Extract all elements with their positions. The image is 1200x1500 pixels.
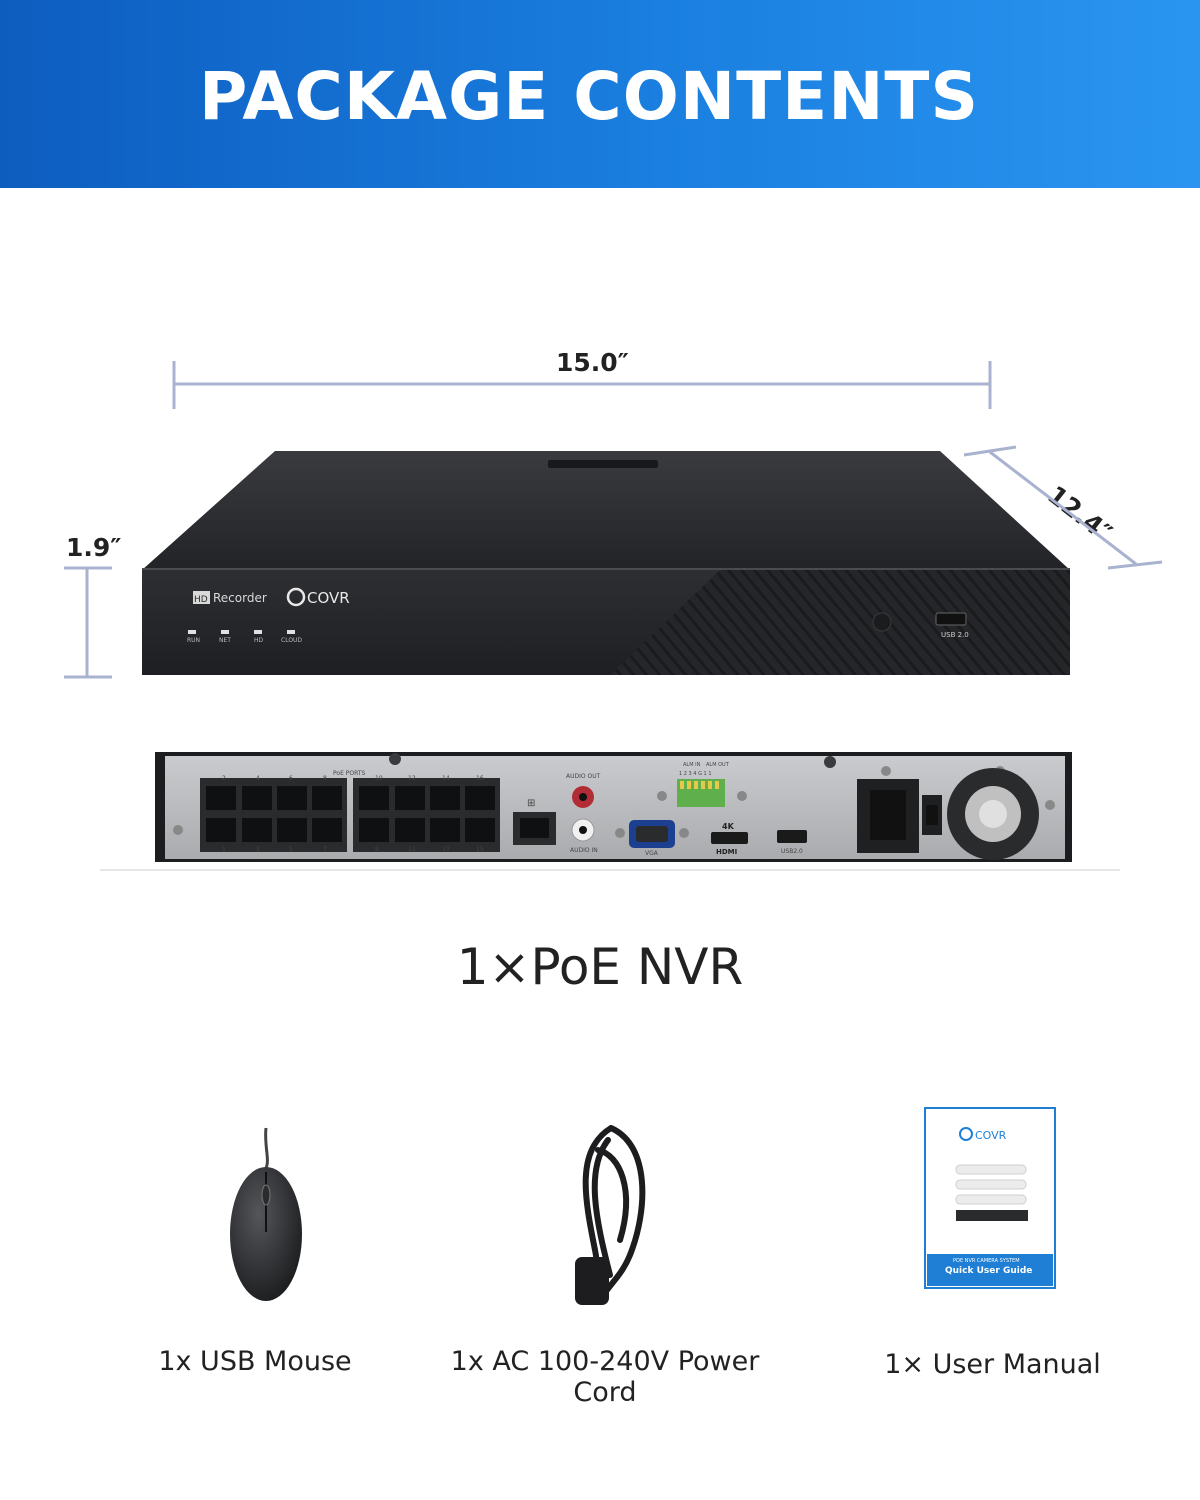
port-number-2: 2 — [222, 775, 226, 782]
alarm-out-label: ALM OUT — [706, 762, 730, 768]
audio-in-label: AUDIO IN — [570, 847, 598, 854]
led-hd — [254, 630, 262, 634]
port-number-9: 9 — [375, 846, 379, 853]
port-number-14: 14 — [442, 775, 450, 782]
manual-brand: COVR — [975, 1129, 1007, 1142]
led-run — [188, 630, 196, 634]
hdmi-label: HDMI — [716, 848, 737, 856]
led-label-cloud: CLOUD — [281, 637, 302, 644]
mouse-cable — [264, 1127, 269, 1169]
power-cord-illustration — [575, 1125, 646, 1305]
usb-mouse-illustration — [230, 1127, 302, 1301]
led-net — [221, 630, 229, 634]
port-number-3: 3 — [256, 846, 260, 853]
power-button — [872, 612, 892, 632]
user-manual-illustration: COVR POE NVR CAMERA SYSTEM Quick User Gu… — [924, 1107, 1056, 1289]
port-number-15: 15 — [476, 846, 484, 853]
port-number-4: 4 — [256, 775, 260, 782]
led-cloud — [287, 630, 295, 634]
led-label-net: NET — [219, 637, 231, 644]
poe-ports-label: PoE PORTS — [333, 770, 366, 777]
hdmi-port — [711, 832, 748, 844]
port-number-13: 13 — [442, 846, 450, 853]
rear-usb-port — [777, 830, 807, 843]
hdmi-4k-label: 4K — [722, 822, 735, 831]
power-cord-caption: 1x AC 100-240V Power Cord — [450, 1346, 760, 1408]
network-icon: ⊞ — [527, 798, 535, 809]
manual-title: Quick User Guide — [945, 1266, 1032, 1276]
port-number-1: 1 — [222, 846, 226, 853]
port-number-10: 10 — [375, 775, 383, 782]
audio-out-label: AUDIO OUT — [566, 773, 601, 780]
vga-label: VGA — [645, 850, 659, 857]
recorder-label: Recorder — [213, 591, 267, 605]
depth-dimension-line — [963, 445, 1163, 570]
nvr-rear-view: PoE PORTS 2 4 6 8 10 12 14 16 1 3 5 7 9 … — [155, 752, 1072, 862]
port-number-5: 5 — [289, 846, 293, 853]
brand-name: COVR — [307, 589, 350, 607]
front-usb-label: USB 2.0 — [941, 631, 969, 639]
nvr-front-view: HD Recorder COVR RUN NET HD CLOUD USB 2.… — [142, 451, 1070, 675]
manual-caption: 1× User Manual — [884, 1349, 1101, 1380]
poe-port-block-left — [200, 778, 347, 852]
height-dimension-label: 1.9″ — [66, 533, 122, 562]
mouse-wheel — [261, 1184, 271, 1206]
alarm-pin-labels: 1 2 3 4 G 1 1 — [679, 771, 712, 777]
height-dimension-line — [64, 566, 112, 679]
port-number-11: 11 — [408, 846, 416, 853]
page-title: PACKAGE CONTENTS — [199, 58, 979, 135]
nvr-caption: 1×PoE NVR — [456, 938, 744, 996]
led-label-run: RUN — [187, 637, 200, 644]
alarm-in-label: ALM IN — [683, 762, 701, 768]
power-plug — [575, 1257, 609, 1305]
manual-subtitle: POE NVR CAMERA SYSTEM — [953, 1258, 1020, 1264]
mouse-caption: 1x USB Mouse — [158, 1346, 352, 1377]
port-number-7: 7 — [323, 846, 327, 853]
rear-usb-label: USB2.0 — [781, 848, 803, 855]
port-number-6: 6 — [289, 775, 293, 782]
front-usb-port — [935, 612, 967, 626]
brand-logo-icon — [286, 587, 306, 607]
port-number-16: 16 — [476, 775, 484, 782]
mouse-body — [230, 1167, 302, 1301]
manual-logo-icon — [959, 1127, 973, 1141]
led-label-hd: HD — [254, 637, 264, 644]
hd-badge: HD — [194, 595, 208, 605]
port-number-12: 12 — [408, 775, 416, 782]
port-number-8: 8 — [323, 775, 327, 782]
poe-port-block-right — [353, 778, 500, 852]
header-banner: PACKAGE CONTENTS — [0, 0, 1200, 188]
width-dimension-label: 15.0″ — [556, 348, 629, 377]
width-dimension-line — [172, 361, 992, 409]
